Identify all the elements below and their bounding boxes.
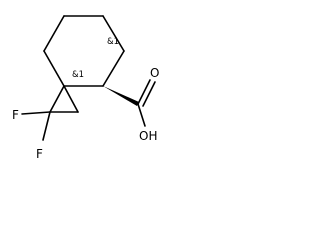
atom-hydroxyl: OH [139, 129, 157, 143]
wedge-bond [103, 86, 139, 106]
ring-bond-top-left [43, 15, 65, 52]
atom-oxygen: O [150, 66, 159, 80]
cyclopropane-bond-right [63, 85, 79, 113]
ring-bond-right [102, 50, 125, 87]
bond-cf-top [21, 111, 51, 115]
bond-c-oh [137, 103, 146, 127]
molecule-structure: F F O OH &1 &1 [12, 15, 159, 161]
atom-f-bottom: F [36, 147, 43, 161]
ring-bond-left [43, 50, 65, 87]
atom-f-top: F [12, 108, 19, 122]
bond-c-o-double-a [137, 79, 151, 105]
bond-cf-bottom [42, 111, 51, 141]
stereo-label-spiro: &1 [72, 70, 84, 80]
stereo-label-acid-carbon: &1 [107, 37, 119, 47]
cyclopropane-bond-left [49, 85, 65, 113]
bond-c-o-double-b [142, 81, 156, 107]
ring-bond-top-right [102, 15, 125, 52]
